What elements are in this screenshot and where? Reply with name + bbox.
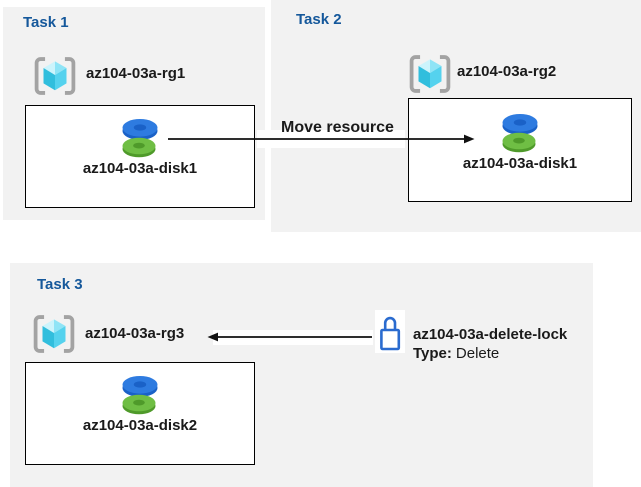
disk-icon	[493, 111, 547, 155]
move-resource-label: Move resource	[281, 119, 394, 136]
task2-resource-group-label: az104-03a-rg2	[457, 63, 557, 80]
task3-resource-box: az104-03a-disk2	[25, 362, 255, 465]
task2-title: Task 2	[296, 11, 342, 28]
lock-type-label: Type:	[413, 345, 452, 362]
task1-disk-label: az104-03a-disk1	[82, 160, 198, 177]
task3-resource-group-label: az104-03a-rg3	[85, 325, 185, 342]
task3-title: Task 3	[37, 276, 83, 293]
lock-type-value: Delete	[455, 345, 500, 362]
task2-resource-box: az104-03a-disk1	[408, 98, 632, 202]
resource-group-icon	[32, 55, 78, 97]
resource-group-icon	[407, 53, 453, 95]
disk-icon	[113, 116, 167, 160]
lock-chip	[375, 310, 405, 353]
task1-title: Task 1	[23, 14, 69, 31]
lock-type-line: Type:Delete	[413, 345, 499, 362]
lock-icon	[375, 310, 405, 353]
lock-name-label: az104-03a-delete-lock	[413, 326, 568, 343]
task1-resource-group-label: az104-03a-rg1	[86, 65, 186, 82]
resource-group-icon	[31, 313, 77, 355]
task3-disk-label: az104-03a-disk2	[82, 417, 198, 434]
task1-resource-box: az104-03a-disk1	[25, 105, 255, 208]
disk-icon	[113, 373, 167, 417]
task2-disk-label: az104-03a-disk1	[462, 155, 578, 172]
